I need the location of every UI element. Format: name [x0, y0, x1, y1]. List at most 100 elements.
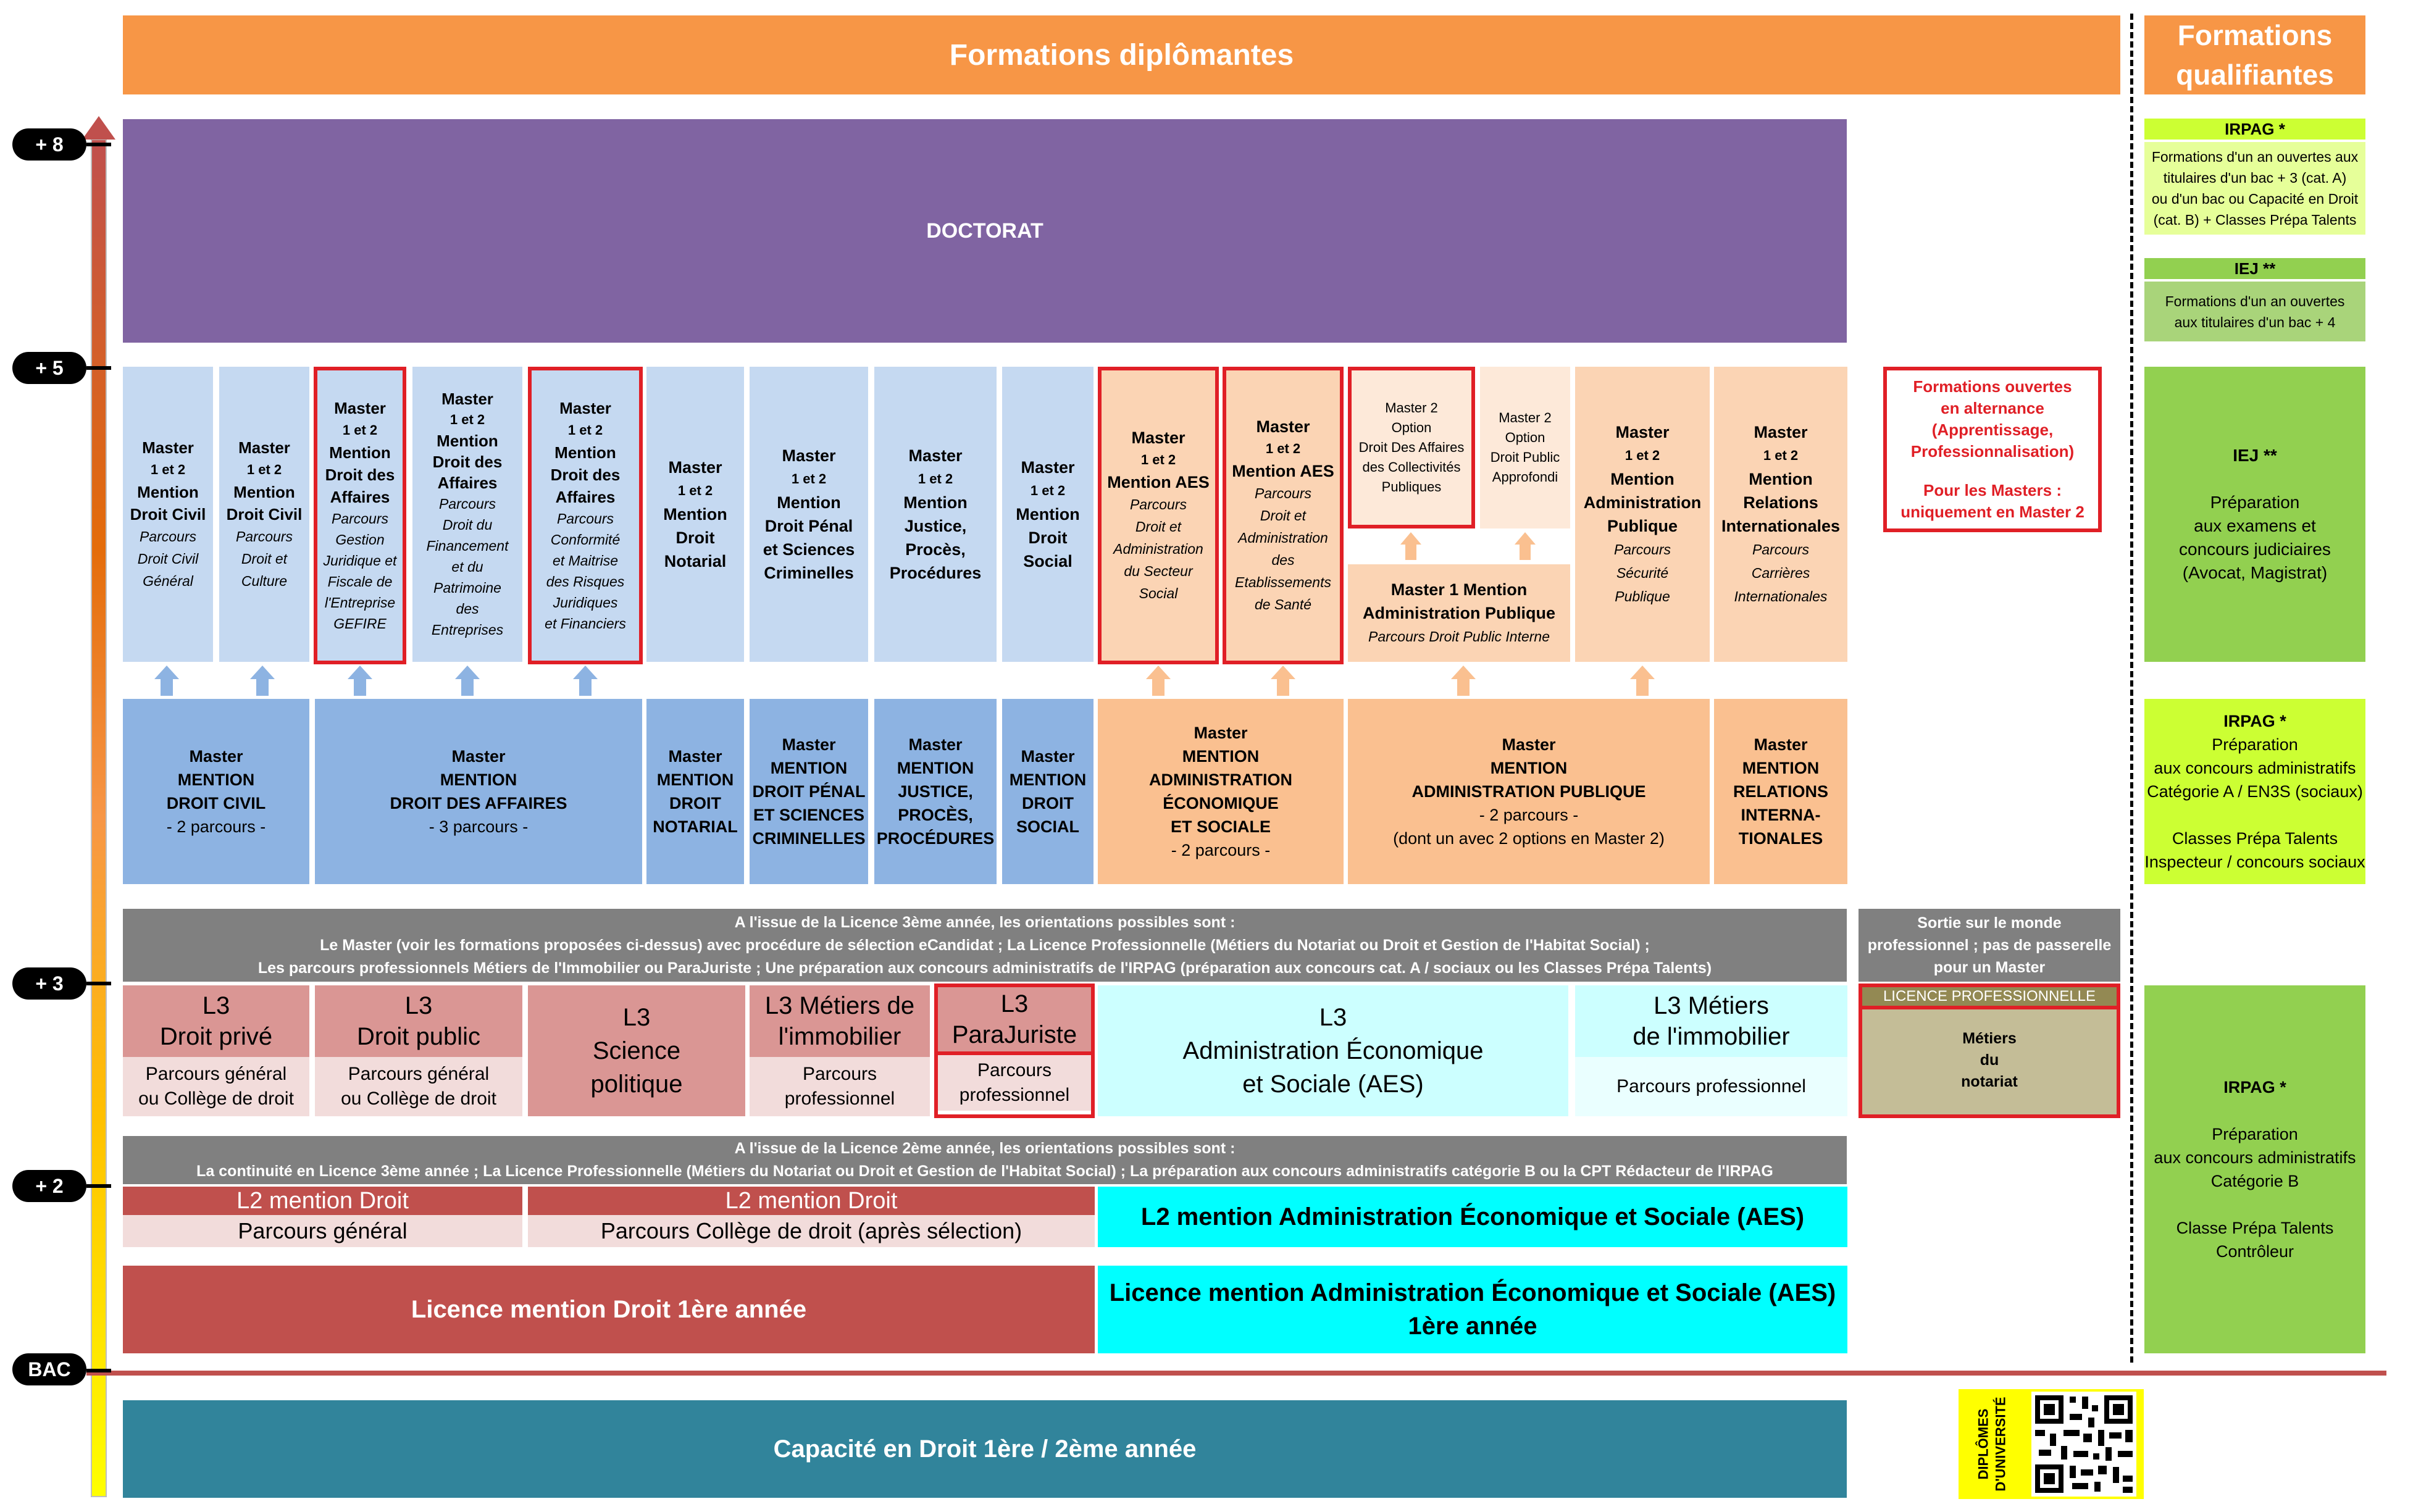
- mention-parcours: (dont un avec 2 options en Master 2): [1393, 829, 1665, 848]
- m-parcours: Publique: [1615, 588, 1670, 604]
- mention-line: DROIT DES AFFAIRES: [390, 794, 567, 812]
- m-parcours: l'Entreprise: [324, 595, 396, 611]
- bac-line: [86, 1371, 2386, 1376]
- l3-title-line: L3: [1319, 1004, 1347, 1031]
- mention-line: DROIT: [669, 794, 721, 812]
- mention-line: MENTION: [1742, 759, 1820, 777]
- m-parcours: Parcours: [1254, 485, 1312, 501]
- l1-title-text: 1ère année: [1408, 1313, 1537, 1340]
- right-line: aux concours administratifs: [2154, 759, 2356, 777]
- m-parcours: Internationales: [1734, 588, 1828, 604]
- mention-line: MENTION: [177, 771, 255, 789]
- right-line: Catégorie A / EN3S (sociaux): [2147, 782, 2363, 801]
- master2-option-affaires-collectivites: Master 2 Option Droit Des Affaires des C…: [1348, 367, 1475, 528]
- up-arrow: [154, 666, 179, 679]
- mention-line: CRIMINELLES: [752, 829, 866, 848]
- mention-line: Master: [451, 747, 506, 766]
- m-parcours: Financement: [426, 538, 509, 554]
- up-arrow: [1271, 666, 1295, 679]
- master-droit-penal: Master 1 et 2 Mention Droit Pénal et Sci…: [750, 367, 868, 662]
- m-parcours: Administration: [1238, 530, 1328, 546]
- doctorat-label: DOCTORAT: [926, 219, 1043, 243]
- l3-title: L3 Métiers de l'immobilier: [1575, 985, 1847, 1057]
- m-parcours: Etablissements: [1235, 574, 1331, 590]
- diplomes-universite-badge: DIPLÔMES D'UNIVERSITÉ: [1959, 1389, 2026, 1499]
- master2-option-droit-public: Master 2 Option Droit Public Approfondi: [1480, 367, 1570, 528]
- m-line: Internationales: [1721, 517, 1841, 535]
- m-line: Master: [908, 446, 963, 465]
- l3-aes-metiers-immobilier: L3 Métiers de l'immobilier Parcours prof…: [1575, 985, 1847, 1116]
- up-arrow: [1630, 666, 1655, 679]
- l3-parajuriste: L3 ParaJuriste Parcours professionnel: [934, 984, 1095, 1118]
- irpag-categorie-b-box: IRPAG * Préparation aux concours adminis…: [2144, 985, 2365, 1353]
- mention-line: MENTION: [440, 771, 517, 789]
- mention-line: MENTION: [656, 771, 734, 789]
- up-arrow: [573, 666, 598, 679]
- header-title: Formations: [2177, 19, 2333, 51]
- right-line: Catégorie B: [2210, 1172, 2299, 1190]
- m-parcours: et Financiers: [545, 616, 626, 632]
- up-arrow: [1400, 532, 1421, 545]
- mention-line: ET SCIENCES: [753, 806, 865, 824]
- licpro-title: LICENCE PROFESSIONNELLE: [1862, 987, 2117, 1009]
- level-label: + 3: [35, 972, 64, 995]
- l3-parcours-line: Parcours général: [145, 1064, 287, 1084]
- master-affaires-gefire: Master 1 et 2 Mention Droit des Affaires…: [314, 367, 406, 664]
- du-label: DIPLÔMES: [1976, 1408, 1992, 1480]
- up-arrow: [1457, 679, 1470, 696]
- right-line: (Avocat, Magistrat): [2182, 563, 2328, 582]
- l3-title-line: L3: [622, 1004, 651, 1031]
- right-line: Préparation: [2210, 493, 2300, 512]
- m-line: Mention: [437, 432, 498, 450]
- m-line: Master: [668, 458, 722, 477]
- master-justice-proces: Master 1 et 2 Mention Justice, Procès, P…: [874, 367, 997, 662]
- dashed-separator: [2130, 14, 2133, 1363]
- m-parcours: Gestion: [335, 532, 385, 548]
- mention-relations-internationales: Master MENTION RELATIONS INTERNA- TIONAL…: [1714, 699, 1847, 884]
- mention-line: MENTION: [1490, 759, 1568, 777]
- right-line: Classe Prépa Talents: [2176, 1219, 2334, 1237]
- level-tick: [86, 143, 111, 146]
- l2-title: L2 mention Droit: [123, 1187, 522, 1215]
- right-line: titulaires d'un bac + 3 (cat. A): [2163, 170, 2347, 186]
- mention-line: MENTION: [1009, 771, 1087, 789]
- mention-droit-civil: Master MENTION DROIT CIVIL - 2 parcours …: [123, 699, 309, 884]
- m-parcours: Carrières: [1751, 565, 1810, 581]
- l3-parcours: Parcours général ou Collège de droit: [315, 1057, 522, 1116]
- mention-line: Master: [1194, 724, 1248, 742]
- m-parcours: Droit et: [1260, 507, 1307, 524]
- up-arrow: [1277, 679, 1289, 696]
- mention-line: Master: [908, 735, 963, 754]
- mention-line: SOCIAL: [1016, 817, 1079, 836]
- m-line: 1 et 2: [342, 422, 378, 438]
- level-tick: [86, 366, 111, 370]
- master-admin-publique-securite: Master 1 et 2 Mention Administration Pub…: [1575, 367, 1710, 662]
- l3-aes: L3 Administration Économique et Sociale …: [1098, 985, 1568, 1116]
- master-aes-secteur-social: Master 1 et 2 Mention AES Parcours Droit…: [1098, 367, 1219, 664]
- m-parcours: Parcours: [1129, 496, 1187, 512]
- level-label: + 2: [35, 1174, 64, 1197]
- m-line: Affaires: [555, 488, 616, 506]
- m-line: Procédures: [889, 564, 982, 582]
- up-arrow: [250, 666, 275, 679]
- m-line: Mention: [1610, 470, 1675, 488]
- l3-parcours-line: professionnel: [784, 1088, 895, 1109]
- iej-body: Formations d'un an ouvertes aux titulair…: [2144, 282, 2365, 341]
- mention-parcours: - 2 parcours -: [166, 817, 266, 836]
- mention-line: ADMINISTRATION PUBLIQUE: [1411, 782, 1646, 801]
- note-line: A l'issue de la Licence 3ème année, les …: [734, 913, 1236, 931]
- mention-line: Master: [1502, 735, 1556, 754]
- master-droit-notarial: Master 1 et 2 Mention Droit Notarial: [646, 367, 744, 662]
- m-line: et Sciences: [763, 540, 855, 559]
- l1-aes: Licence mention Administration Économiqu…: [1098, 1266, 1847, 1353]
- level-badge-bac5: + 5: [12, 352, 86, 384]
- note-line: professionnel ; pas de passerelle: [1867, 937, 2112, 954]
- m-line: Master: [1131, 428, 1185, 447]
- l3-title-line: l'immobilier: [778, 1023, 901, 1050]
- m-line: Droit des: [432, 453, 503, 471]
- qr-code-icon[interactable]: [2026, 1389, 2144, 1499]
- master-droit-civil-culture: Master 1 et 2 Mention Droit Civil Parcou…: [219, 367, 309, 662]
- up-arrow: [1146, 666, 1171, 679]
- note-line: La continuité en Licence 3ème année ; La…: [196, 1163, 1773, 1180]
- m-parcours: Parcours: [438, 496, 496, 512]
